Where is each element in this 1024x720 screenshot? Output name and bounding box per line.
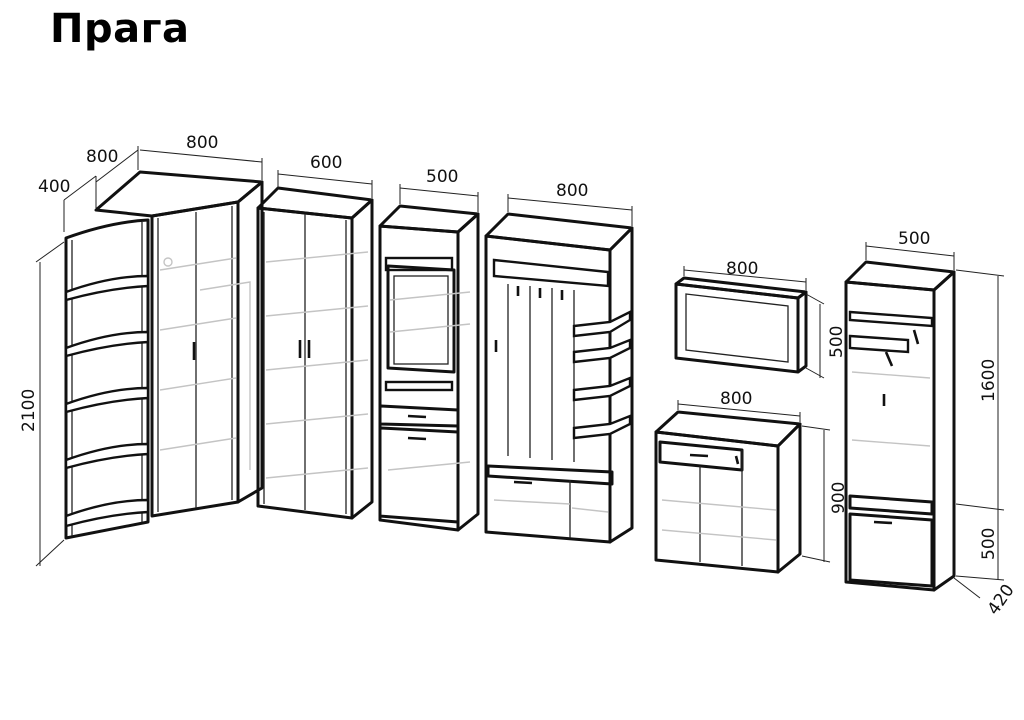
dim-corner-side: 800	[86, 147, 118, 167]
dim-corner-height: 2100	[19, 389, 39, 432]
dim-hallway-width: 800	[556, 181, 588, 201]
glass-cabinet-500	[378, 204, 480, 532]
dim-hanger-width: 500	[898, 229, 930, 249]
dim-mirror-height: 500	[827, 326, 847, 358]
dim-corner-width: 800	[186, 133, 218, 153]
dim-dresser-height: 900	[829, 482, 849, 514]
dim-dresser-width: 800	[720, 389, 752, 409]
hanger-unit-500	[844, 260, 956, 592]
dimension-lines	[35, 146, 1005, 599]
dim-corner-depth: 400	[38, 177, 70, 197]
dim-wardrobe-width: 600	[310, 153, 342, 173]
dimension-labels: 400 800 800 2100 600 500 800 800 500 800…	[19, 133, 1019, 619]
corner-shelf-unit	[64, 218, 150, 540]
mirror-800	[674, 276, 808, 374]
dim-hanger-top-height: 1600	[979, 359, 999, 402]
dresser-800	[654, 410, 802, 574]
dim-glass-width: 500	[426, 167, 458, 187]
dim-mirror-width: 800	[726, 259, 758, 279]
dim-hanger-depth: 420	[984, 581, 1019, 619]
corner-wardrobe	[94, 170, 264, 518]
page-title: Прага	[50, 6, 190, 52]
dim-hanger-bench-height: 500	[979, 528, 999, 560]
wardrobe-600	[256, 186, 374, 520]
hallway-unit-800	[484, 212, 634, 544]
